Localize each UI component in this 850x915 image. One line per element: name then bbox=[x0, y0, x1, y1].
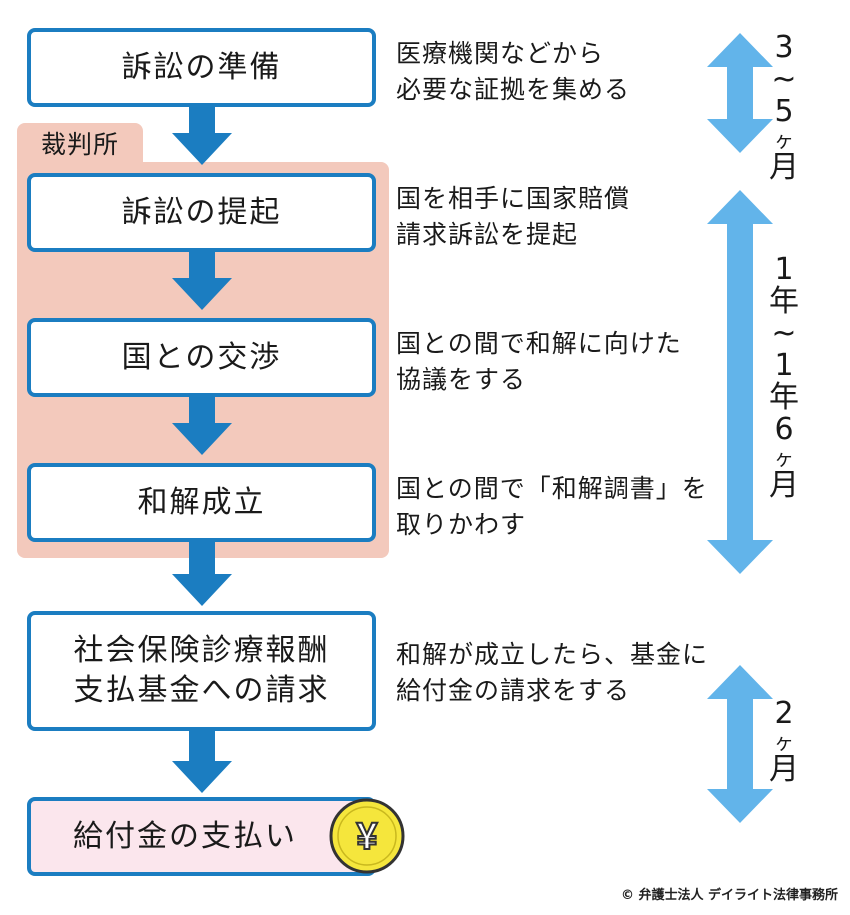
flow-arrow-down-icon bbox=[172, 397, 232, 455]
duration-char: 2 bbox=[774, 696, 794, 731]
duration-char: ヶ bbox=[774, 446, 794, 470]
flow-arrow-down-icon bbox=[172, 731, 232, 793]
duration-char: 6 bbox=[774, 412, 794, 447]
step-lawsuit-preparation: 訴訟の準備 bbox=[27, 28, 376, 107]
court-label: 裁判所 bbox=[40, 130, 119, 159]
step-fund-claim: 社会保険診療報酬 支払基金への請求 bbox=[27, 611, 376, 731]
yen-coin-icon: ¥ bbox=[329, 798, 405, 874]
duration-char: ヶ bbox=[774, 730, 794, 754]
duration-double-arrow-icon bbox=[707, 190, 773, 574]
duration-char: 5 bbox=[774, 94, 794, 129]
duration-char: 月 bbox=[769, 468, 799, 503]
yen-symbol: ¥ bbox=[356, 816, 377, 858]
step-description: 国との間で「和解調書」を 取りかわす bbox=[396, 474, 708, 539]
step-negotiation: 国との交渉 bbox=[27, 318, 376, 397]
duration-char: 月 bbox=[769, 752, 799, 787]
flow-arrow-down-icon bbox=[172, 542, 232, 606]
flow-arrow-down-icon bbox=[172, 107, 232, 165]
step-settlement: 和解成立 bbox=[27, 463, 376, 542]
step-description: 和解が成立したら、基金に 給付金の請求をする bbox=[396, 640, 709, 705]
duration-double-arrow-icon bbox=[707, 665, 773, 823]
step-description: 国を相手に国家賠償 請求訴訟を提起 bbox=[396, 184, 631, 249]
duration-label-prep: 3 ~ 5 ヶ 月 bbox=[762, 32, 806, 184]
flow-arrow-down-icon bbox=[172, 252, 232, 310]
step-title: 和解成立 bbox=[137, 484, 266, 520]
duration-double-arrow-icon bbox=[707, 33, 773, 153]
duration-char: 年 bbox=[769, 284, 799, 319]
duration-label-court: 1 年 ~ 1 年 6 ヶ 月 bbox=[762, 254, 806, 502]
copyright-text: © 弁護士法人 デイライト法律事務所 bbox=[620, 888, 838, 903]
step-lawsuit-filing: 訴訟の提起 bbox=[27, 173, 376, 252]
duration-char: ~ bbox=[771, 316, 797, 351]
duration-char: 年 bbox=[769, 380, 799, 415]
court-label-tab bbox=[17, 123, 143, 169]
step-benefit-payment: 給付金の支払い bbox=[27, 797, 376, 876]
duration-char: ~ bbox=[771, 62, 797, 97]
duration-char: 月 bbox=[769, 150, 799, 185]
duration-char: 1 bbox=[774, 348, 794, 383]
duration-char: 1 bbox=[774, 252, 794, 287]
step-title: 給付金の支払い bbox=[73, 818, 297, 854]
step-title: 訴訟の提起 bbox=[121, 194, 282, 230]
duration-label-fund: 2 ヶ 月 bbox=[762, 698, 806, 786]
step-title: 社会保険診療報酬 支払基金への請求 bbox=[73, 633, 330, 708]
step-title: 国との交渉 bbox=[121, 339, 282, 375]
duration-char: 3 bbox=[774, 30, 794, 65]
step-title: 訴訟の準備 bbox=[121, 49, 282, 85]
step-description: 医療機関などから 必要な証拠を集める bbox=[396, 39, 631, 104]
duration-char: ヶ bbox=[774, 128, 794, 152]
step-description: 国との間で和解に向けた 協議をする bbox=[396, 329, 682, 394]
